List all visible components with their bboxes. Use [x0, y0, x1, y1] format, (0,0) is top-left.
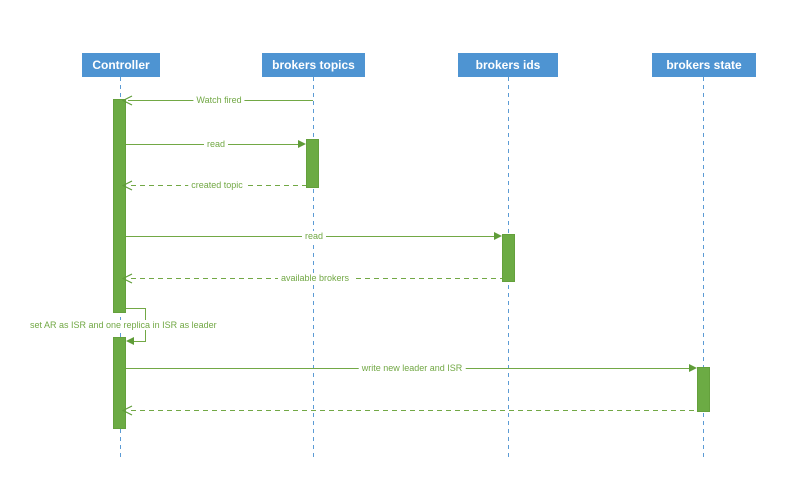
arrowhead-filled-icon: [298, 140, 306, 148]
arrowhead-open-icon: [122, 95, 133, 106]
lifeline-brokers-state: [703, 77, 704, 458]
arrowhead-open-icon: [122, 273, 133, 284]
self-message-bottom-line: [134, 341, 146, 342]
message-label-created-topic: created topic: [188, 180, 246, 190]
arrowhead-filled-icon: [689, 364, 697, 372]
activation-bar-controller-1: [113, 99, 126, 313]
message-label-available-brokers: available brokers: [277, 273, 353, 283]
lifeline-brokers-topics: [313, 77, 314, 458]
arrowhead-open-icon: [122, 180, 133, 191]
arrowhead-open-icon: [122, 405, 133, 416]
participant-brokers-state: brokers state: [652, 53, 756, 77]
activation-bar-controller-2: [113, 337, 126, 429]
message-label-write-leader: write new leader and ISR: [358, 363, 466, 373]
arrowhead-filled-icon: [126, 337, 134, 345]
activation-bar-brokers-ids: [502, 234, 515, 282]
message-line-final-return: [131, 410, 697, 411]
message-label-read-ids: read: [301, 231, 327, 241]
activation-bar-brokers-topics: [306, 139, 319, 188]
message-label-read-topics: read: [203, 139, 229, 149]
activation-bar-brokers-state: [697, 367, 710, 412]
self-message-top-line: [126, 308, 146, 309]
arrowhead-filled-icon: [494, 232, 502, 240]
message-label-watch-fired: Watch fired: [193, 95, 245, 105]
participant-controller: Controller: [82, 53, 160, 77]
participant-brokers-ids: brokers ids: [458, 53, 558, 77]
message-label-self: set AR as ISR and one replica in ISR as …: [28, 320, 219, 330]
participant-brokers-topics: brokers topics: [262, 53, 365, 77]
